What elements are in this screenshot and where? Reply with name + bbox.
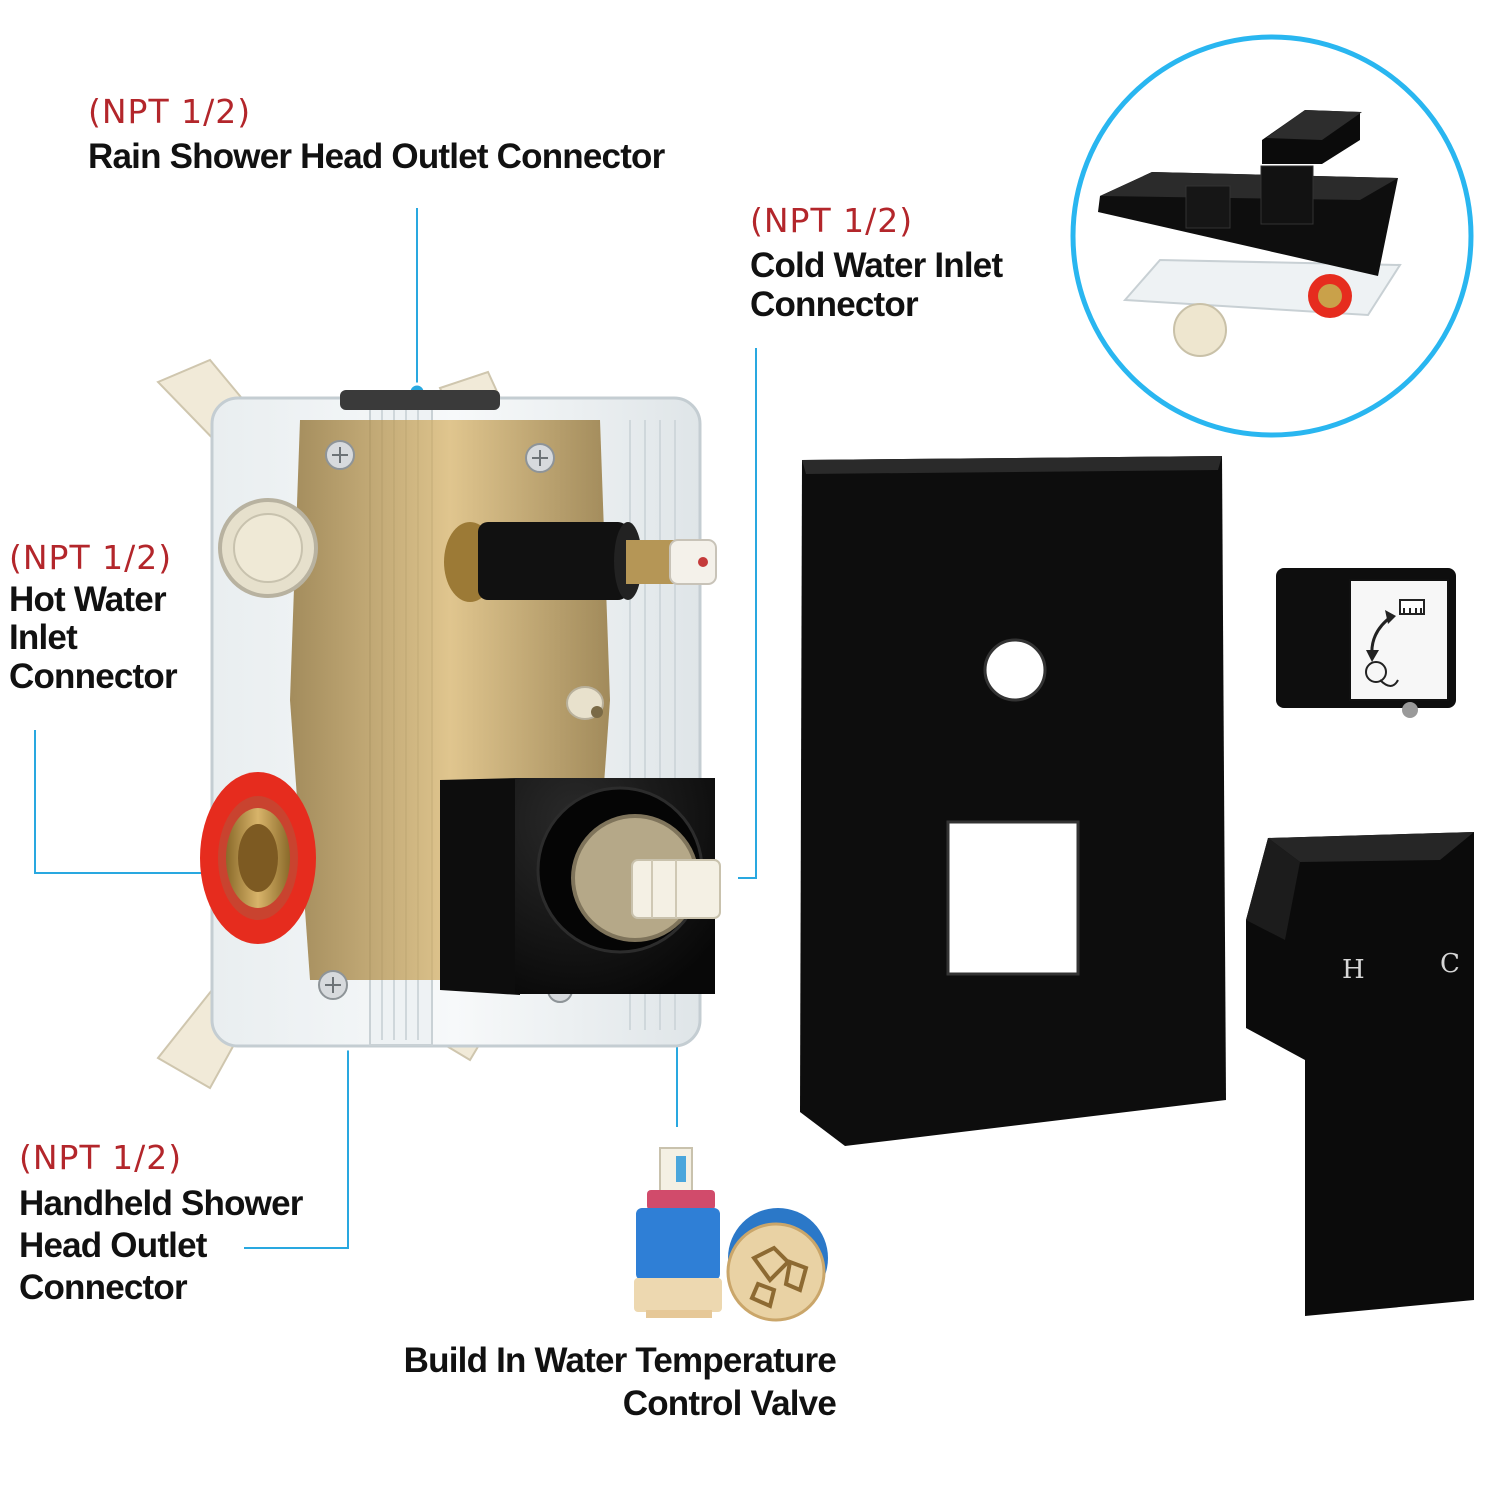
rain-outlet-name: Rain Shower Head Outlet Connector	[88, 136, 665, 176]
valve-label: Build In Water Temperature Control Valve	[400, 1340, 837, 1425]
cold-inlet-npt: (NPT 1/2)	[750, 201, 914, 240]
handle-opening	[946, 820, 1080, 976]
rain-outlet-label: (NPT 1/2) Rain Shower Head Outlet Connec…	[88, 92, 665, 176]
lever-handle: H C	[1246, 832, 1474, 1316]
handheld-outlet-name: Handheld Shower Head Outlet Connector	[19, 1183, 303, 1307]
handheld-shower-icon	[1365, 661, 1399, 687]
hot-mark: H	[1342, 955, 1365, 985]
mixing-valve-housing	[440, 778, 721, 995]
rain-outlet-npt: (NPT 1/2)	[88, 92, 252, 131]
cold-mark: C	[1440, 949, 1460, 979]
handheld-outlet-label: (NPT 1/2) Handheld Shower Head Outlet Co…	[19, 1138, 303, 1309]
hot-inlet-npt: (NPT 1/2)	[9, 538, 173, 577]
rain-head-icon	[1399, 599, 1425, 615]
handheld-outlet-npt: (NPT 1/2)	[19, 1138, 183, 1177]
cold-inlet-name: Cold Water Inlet Connector	[750, 245, 1003, 325]
cold-inlet-leader	[738, 348, 757, 879]
trim-plate	[800, 456, 1226, 1146]
diverter-knob	[1276, 568, 1456, 718]
cartridge-side-view	[634, 1147, 722, 1318]
hot-inlet-port	[200, 772, 316, 944]
valve-name: Build In Water Temperature Control Valve	[403, 1341, 837, 1423]
handheld-outlet-leader	[244, 1041, 349, 1249]
rough-in-valve-body	[156, 358, 721, 1090]
hot-inlet-label: (NPT 1/2) Hot Water Inlet Connector	[9, 538, 178, 696]
hot-inlet-leader	[34, 730, 215, 874]
hot-inlet-name: Hot Water Inlet Connector	[9, 579, 178, 696]
assembled-view-thumbnail	[1070, 34, 1474, 438]
diverter-stem	[444, 522, 717, 602]
cartridge-bottom-view	[726, 1208, 828, 1322]
cold-inlet-label: (NPT 1/2) Cold Water Inlet Connector	[750, 201, 1003, 325]
diverter-hole	[983, 638, 1047, 702]
